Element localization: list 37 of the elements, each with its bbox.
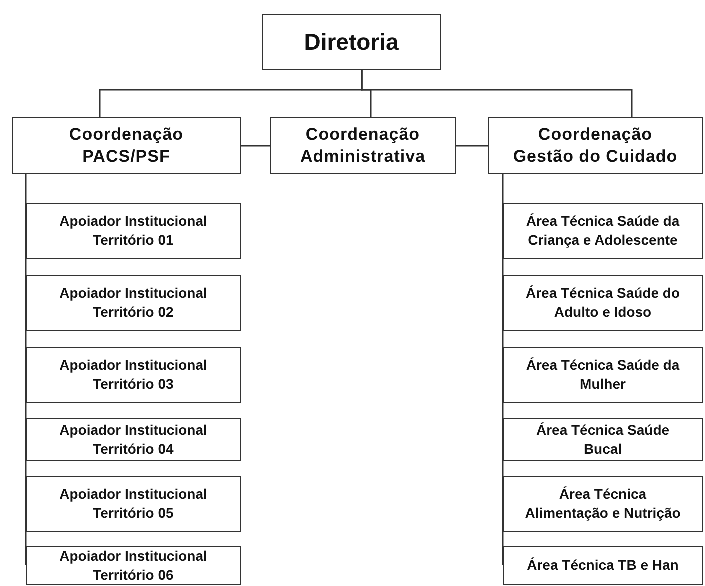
connector-line bbox=[361, 70, 633, 117]
connector-line bbox=[241, 145, 270, 147]
box-label: Área Técnica TB e Han bbox=[527, 556, 679, 575]
unit-box bbox=[503, 347, 703, 403]
unit-box bbox=[26, 275, 241, 331]
box-label: Apoiador Institucional Território 02 bbox=[58, 284, 208, 322]
department-box bbox=[270, 117, 456, 174]
connector-line bbox=[502, 174, 504, 566]
box-label: Área Técnica Saúde do Adulto e Idoso bbox=[524, 284, 682, 322]
box-label: Coordenação Administrativa bbox=[299, 124, 427, 168]
box-label: Apoiador Institucional Território 05 bbox=[58, 485, 208, 523]
unit-box bbox=[503, 476, 703, 532]
department-box bbox=[488, 117, 703, 174]
unit-box bbox=[26, 203, 241, 259]
department-box bbox=[12, 117, 241, 174]
unit-box bbox=[503, 418, 703, 461]
unit-box bbox=[503, 546, 703, 585]
box-label: Coordenação PACS/PSF bbox=[68, 124, 185, 168]
box-label: Apoiador Institucional Território 03 bbox=[58, 356, 208, 394]
box-label: Área Técnica Saúde Bucal bbox=[535, 420, 671, 458]
unit-box bbox=[26, 418, 241, 461]
unit-box bbox=[26, 476, 241, 532]
box-label: Apoiador Institucional Território 06 bbox=[58, 546, 208, 584]
unit-box bbox=[26, 347, 241, 403]
box-label: Diretoria bbox=[304, 28, 399, 56]
unit-box bbox=[503, 203, 703, 259]
department-box bbox=[262, 14, 441, 70]
box-label: Área Técnica Alimentação e Nutrição bbox=[524, 485, 682, 523]
box-label: Área Técnica Saúde da Mulher bbox=[525, 356, 681, 394]
connector-line bbox=[456, 145, 488, 147]
box-label: Coordenação Gestão do Cuidado bbox=[512, 124, 679, 168]
box-label: Apoiador Institucional Território 01 bbox=[58, 212, 208, 250]
unit-box bbox=[503, 275, 703, 331]
unit-box bbox=[26, 546, 241, 585]
box-label: Apoiador Institucional Território 04 bbox=[58, 420, 208, 458]
connector-line bbox=[25, 174, 27, 566]
box-label: Área Técnica Saúde da Criança e Adolescente bbox=[525, 212, 681, 250]
